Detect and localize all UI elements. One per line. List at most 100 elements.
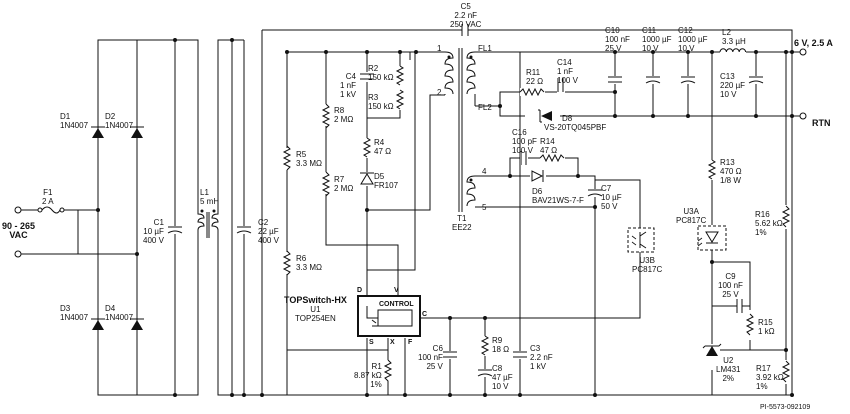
capacitor-c5 [455, 24, 475, 36]
resistor-r1 [383, 359, 405, 396]
resistor-r4 [362, 137, 372, 158]
fuse-f1 [37, 206, 65, 214]
u1-pin-d: D [357, 287, 363, 294]
terminals [14, 48, 807, 258]
resistor-r7 [321, 171, 331, 197]
ic-u1 [357, 295, 421, 337]
diode-d8 [536, 109, 554, 123]
resistor-r17 [781, 360, 791, 384]
output-return-label: RTN [812, 118, 831, 128]
diode-d1 [91, 126, 105, 138]
resistor-r15 [745, 313, 755, 336]
t1-pin1: 1 [437, 44, 442, 53]
resistor-r5 [282, 145, 292, 171]
t1-pin4: 4 [482, 167, 487, 176]
resistor-r2 [395, 65, 405, 86]
diode-d3 [91, 318, 105, 330]
t1-pin2: 2 [437, 88, 442, 97]
resistor-r3 [395, 89, 405, 110]
transformer-t1 [444, 48, 476, 212]
capacitor-c2 [236, 226, 252, 234]
u1-pin-f: F [408, 339, 413, 346]
capacitor-c16 [520, 151, 528, 165]
u1-pin-c: C [422, 311, 428, 318]
capacitor-c10 [608, 76, 622, 84]
capacitor-c13 [748, 76, 764, 84]
figure-id: PI-5573-092109 [760, 404, 811, 411]
u1-pin-v: V [394, 287, 399, 294]
shunt-regulator-u2 [702, 343, 722, 358]
resistor-r13 [707, 159, 717, 180]
diode-d5 [360, 172, 374, 186]
capacitor-c12 [680, 76, 696, 84]
inductor-l1 [194, 205, 222, 245]
capacitor-c6 [443, 351, 457, 359]
t1-pin5: 5 [482, 203, 487, 212]
t1-pin-fl1: FL1 [478, 44, 492, 53]
resistor-r14 [539, 153, 565, 163]
optocoupler-u3a [697, 225, 727, 251]
resistor-r16 [781, 205, 791, 229]
u1-pin-s: S [369, 339, 374, 346]
resistor-r6 [282, 250, 292, 276]
u1-label: TOPSwitch-HX U1 TOP254EN [284, 295, 347, 324]
wires [18, 29, 803, 396]
optocoupler-u3b [627, 227, 655, 253]
diode-d6 [530, 170, 546, 182]
diode-d2 [130, 126, 144, 138]
capacitor-c14 [556, 78, 565, 94]
capacitor-c9 [712, 299, 750, 313]
resistor-r8 [321, 103, 331, 129]
diode-d4 [130, 318, 144, 330]
resistor-r11 [519, 87, 545, 97]
capacitor-c3 [513, 351, 527, 359]
t1-pin-fl2: FL2 [478, 103, 492, 112]
resistor-r9 [480, 335, 490, 356]
capacitor-c11 [645, 76, 661, 84]
u1-block-label: CONTROL [379, 301, 414, 308]
inductor-l2 [719, 46, 747, 54]
capacitor-c7 [587, 189, 603, 197]
capacitor-c1 [167, 226, 183, 234]
